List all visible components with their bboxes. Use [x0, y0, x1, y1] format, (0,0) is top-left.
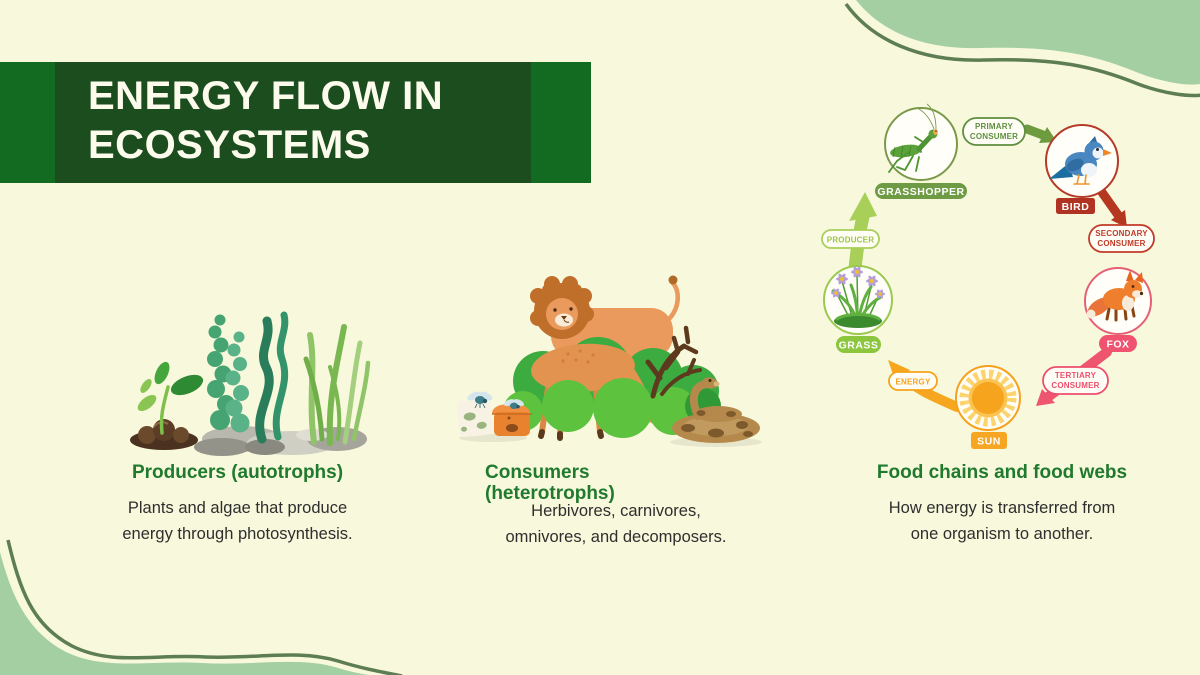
svg-text:GRASSHOPPER: GRASSHOPPER [877, 186, 964, 198]
svg-text:FOX: FOX [1106, 339, 1129, 351]
grass-label: GRASS [836, 336, 881, 353]
grasshopper-icon [888, 103, 938, 173]
banner-accent-left [0, 62, 55, 183]
antlers-icon [645, 325, 702, 399]
food-chains-heading: Food chains and food webs [876, 462, 1128, 483]
consumers-heading-line2: (heterotrophs) [485, 483, 615, 504]
fly-icon [467, 391, 493, 409]
svg-text:CONSUMER: CONSUMER [1097, 239, 1145, 248]
rocks-icon [194, 426, 367, 456]
svg-text:CONSUMER: CONSUMER [1051, 381, 1099, 390]
page-title-line2: ECOSYSTEMS [88, 123, 371, 167]
bottom-left-wave [0, 539, 403, 675]
svg-text:CONSUMER: CONSUMER [970, 132, 1018, 141]
svg-text:ENERGY: ENERGY [896, 378, 931, 387]
food-chain-diagram: PRODUCER GRASSHOPPER [821, 103, 1155, 449]
sprout-icon [130, 361, 204, 450]
consumers-body-line2: omnivores, and decomposers. [505, 528, 727, 546]
svg-text:BIRD: BIRD [1062, 201, 1090, 213]
bird-icon [1049, 136, 1112, 185]
primary-consumer-label: PRIMARY CONSUMER [962, 117, 1026, 146]
producers-heading: Producers (autotrophs) [131, 462, 344, 483]
seaweed-icon [207, 311, 371, 446]
svg-text:PRODUCER: PRODUCER [827, 236, 874, 245]
consumers-body-line1: Herbivores, carnivores, [531, 502, 701, 520]
consumers-heading-line1: Consumers [485, 462, 590, 483]
energy-label: ENERGY [888, 371, 938, 391]
grasshopper-label: GRASSHOPPER [875, 183, 967, 199]
grass-icon [830, 265, 886, 328]
decomposers-icon [456, 391, 532, 442]
lion-icon [530, 275, 680, 380]
food-chains-section: Food chains and food webs How energy is … [858, 462, 1146, 547]
svg-text:SUN: SUN [977, 436, 1001, 448]
consumers-section: Herbivores, carnivores, omnivores, and d… [480, 498, 752, 550]
secondary-consumer-label: SECONDARY CONSUMER [1088, 224, 1155, 253]
consumers-illustration [456, 275, 762, 447]
top-right-wave [844, 0, 1200, 98]
banner-accent-right [531, 62, 591, 183]
svg-text:GRASS: GRASS [839, 340, 879, 352]
producer-label: PRODUCER [821, 229, 880, 249]
food-chains-body-line2: one organism to another. [910, 525, 1094, 543]
producers-section: Producers (autotrophs) Plants and algae … [95, 462, 380, 547]
tertiary-consumer-label: TERTIARY CONSUMER [1042, 366, 1109, 395]
producers-body-line1: Plants and algae that produce [127, 499, 348, 517]
title-banner [55, 62, 531, 183]
svg-text:TERTIARY: TERTIARY [1055, 371, 1097, 380]
page-title-line1: ENERGY FLOW IN [88, 74, 444, 118]
snake-icon [670, 377, 762, 447]
page-title: ENERGY FLOW IN ECOSYSTEMS [88, 72, 548, 170]
svg-text:SECONDARY: SECONDARY [1095, 229, 1148, 238]
producers-illustration [130, 311, 371, 456]
fly-icon [503, 399, 525, 409]
svg-text:PRIMARY: PRIMARY [975, 122, 1013, 131]
producers-body-line2: energy through photosynthesis. [122, 525, 353, 543]
bird-label: BIRD [1056, 198, 1095, 214]
food-chains-body-line1: How energy is transferred from [888, 499, 1116, 517]
sun-label: SUN [971, 432, 1007, 449]
bush-front-icon [503, 378, 721, 438]
consumers-heading: Consumers (heterotrophs) [485, 462, 715, 504]
sun-icon [955, 365, 1021, 431]
fox-icon [1086, 270, 1144, 322]
